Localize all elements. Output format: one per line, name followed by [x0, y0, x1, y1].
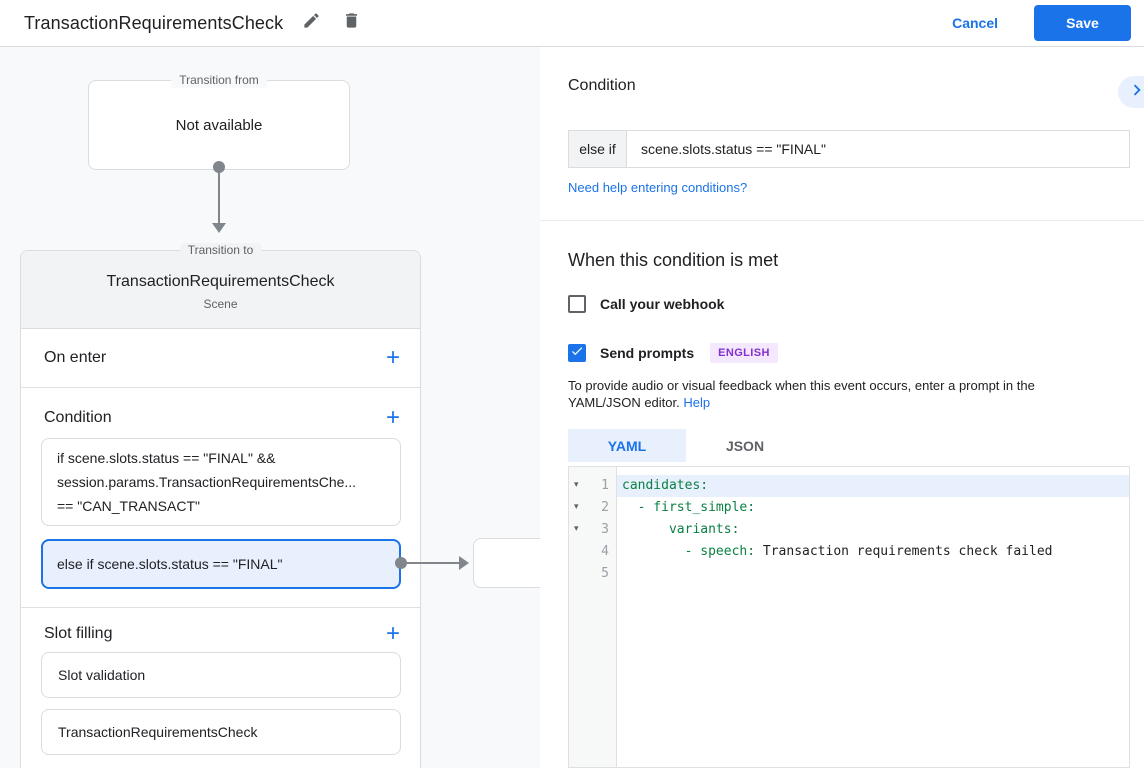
- transition-from-legend: Transition from: [171, 73, 267, 88]
- condition-item-if[interactable]: if scene.slots.status == "FINAL" && sess…: [41, 438, 401, 526]
- gutter-line: ▾ 2: [569, 497, 616, 519]
- gutter-line: 4: [569, 541, 616, 563]
- edit-scene-button[interactable]: [299, 11, 323, 35]
- condition-section-head: Condition +: [41, 400, 400, 436]
- yaml-value: Transaction requirements check failed: [755, 544, 1053, 559]
- on-enter-row[interactable]: On enter +: [21, 329, 420, 388]
- cancel-button[interactable]: Cancel: [952, 15, 998, 31]
- yaml-code-editor[interactable]: ▾ 1 ▾ 2 ▾ 3 4 5 candidates: - first_simp…: [568, 466, 1130, 768]
- editor-code-area[interactable]: candidates: - first_simple: variants: - …: [617, 467, 1129, 767]
- save-button[interactable]: Save: [1034, 5, 1131, 41]
- line-number: 1: [601, 478, 609, 493]
- add-on-enter-icon[interactable]: +: [385, 344, 400, 371]
- checkmark-icon: [570, 344, 584, 363]
- scene-card-header: TransactionRequirementsCheck Scene: [21, 251, 420, 329]
- send-prompts-label: Send prompts: [600, 345, 695, 361]
- scene-card-subtitle: Scene: [203, 297, 238, 311]
- condition-section-label: Condition: [44, 409, 112, 426]
- connector-arrowhead-down: [212, 223, 226, 233]
- slot-filling-section-head: Slot filling +: [41, 616, 400, 652]
- line-number: 4: [601, 544, 609, 559]
- transition-from-content: Not available: [175, 116, 263, 134]
- line-number: 3: [601, 522, 609, 537]
- line-number: 2: [601, 500, 609, 515]
- code-line-2: - first_simple:: [617, 497, 1129, 519]
- transition-from-box: Transition from Not available: [88, 73, 350, 170]
- call-webhook-checkbox[interactable]: [568, 295, 586, 313]
- yaml-key: variants:: [622, 522, 740, 537]
- transition-to-legend: Transition to: [179, 243, 262, 258]
- pencil-icon: [302, 11, 321, 35]
- add-slot-icon[interactable]: +: [385, 620, 400, 647]
- condition-section: Condition + if scene.slots.status == "FI…: [21, 388, 420, 608]
- prompt-description: To provide audio or visual feedback when…: [568, 377, 1060, 411]
- tab-yaml[interactable]: YAML: [568, 429, 686, 462]
- language-badge: ENGLISH: [710, 343, 778, 363]
- prompt-help-link[interactable]: Help: [683, 395, 711, 410]
- code-line-5: [617, 563, 1129, 585]
- scene-flow-canvas: Transition from Not available Transition…: [0, 47, 563, 768]
- yaml-key: - speech:: [622, 544, 756, 559]
- add-condition-icon[interactable]: +: [385, 404, 400, 431]
- trash-icon: [342, 11, 361, 35]
- send-prompts-row: Send prompts ENGLISH: [568, 343, 778, 363]
- fold-arrow-icon[interactable]: ▾: [574, 523, 579, 533]
- chevron-right-icon: [1118, 79, 1144, 106]
- editor-format-tabs: YAML JSON: [568, 429, 804, 462]
- when-condition-met-heading: When this condition is met: [568, 250, 779, 270]
- slot-filling-label: Slot filling: [44, 625, 113, 642]
- fold-arrow-icon[interactable]: ▾: [574, 479, 579, 489]
- tab-json[interactable]: JSON: [725, 437, 765, 454]
- call-webhook-label: Call your webhook: [600, 296, 725, 312]
- fold-arrow-icon[interactable]: ▾: [574, 501, 579, 511]
- connector-line-right: [401, 562, 461, 564]
- prompt-description-text: To provide audio or visual feedback when…: [568, 378, 1035, 410]
- gutter-line: ▾ 1: [569, 475, 616, 497]
- gutter-line: ▾ 3: [569, 519, 616, 541]
- connector-line-down: [218, 167, 220, 225]
- else-if-prefix-label: else if: [569, 131, 627, 167]
- condition-expression-input[interactable]: [627, 131, 1129, 167]
- connector-arrowhead-right: [459, 556, 469, 570]
- page-title: TransactionRequirementsCheck: [24, 12, 284, 33]
- slot-filling-section: Slot filling + Slot validation Transacti…: [21, 608, 420, 768]
- code-line-1: candidates:: [617, 475, 1129, 497]
- panel-heading: Condition: [568, 77, 636, 94]
- scene-card-title: TransactionRequirementsCheck: [106, 273, 335, 290]
- conditions-help-link[interactable]: Need help entering conditions?: [568, 180, 748, 195]
- editor-gutter: ▾ 1 ▾ 2 ▾ 3 4 5: [569, 467, 617, 767]
- top-bar: TransactionRequirementsCheck Cancel Save: [0, 0, 1144, 47]
- call-webhook-row: Call your webhook: [568, 295, 724, 313]
- condition-editor-panel: Condition else if Need help entering con…: [540, 47, 1144, 768]
- send-prompts-checkbox[interactable]: [568, 344, 586, 362]
- code-line-3: variants:: [617, 519, 1129, 541]
- condition-item-else-if-selected[interactable]: else if scene.slots.status == "FINAL": [41, 539, 401, 589]
- collapse-panel-button[interactable]: [1118, 76, 1144, 108]
- yaml-key: candidates:: [622, 478, 709, 493]
- delete-scene-button[interactable]: [339, 11, 363, 35]
- on-enter-label: On enter: [44, 349, 107, 366]
- panel-divider: [540, 220, 1144, 221]
- code-line-4: - speech: Transaction requirements check…: [617, 541, 1129, 563]
- slot-item-transaction-check[interactable]: TransactionRequirementsCheck: [41, 709, 401, 755]
- condition-expression-row: else if: [568, 130, 1130, 168]
- gutter-line: 5: [569, 563, 616, 585]
- line-number: 5: [601, 566, 609, 581]
- yaml-key: - first_simple:: [622, 500, 756, 515]
- slot-item-validation[interactable]: Slot validation: [41, 652, 401, 698]
- scene-card: Transition to TransactionRequirementsChe…: [20, 243, 421, 768]
